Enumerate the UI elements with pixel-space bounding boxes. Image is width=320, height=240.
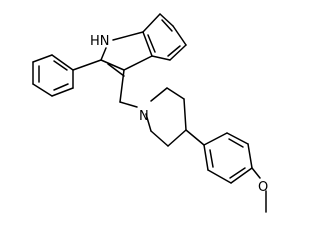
ether-o-label: O [258,180,268,195]
indole-pyrrole-ring [100,31,153,77]
indole-benzo-ring [142,13,187,61]
indole-nh-label: HN [90,34,110,49]
piperidine-ring [145,87,187,147]
molecule-structure: HN N O [32,13,268,213]
phenyl-ring [32,54,102,97]
piperidine-n-label: N [139,109,149,124]
structure-canvas: HN N O [32,13,268,213]
methoxyphenyl-ring [185,129,267,213]
methylene-linker [119,69,138,108]
